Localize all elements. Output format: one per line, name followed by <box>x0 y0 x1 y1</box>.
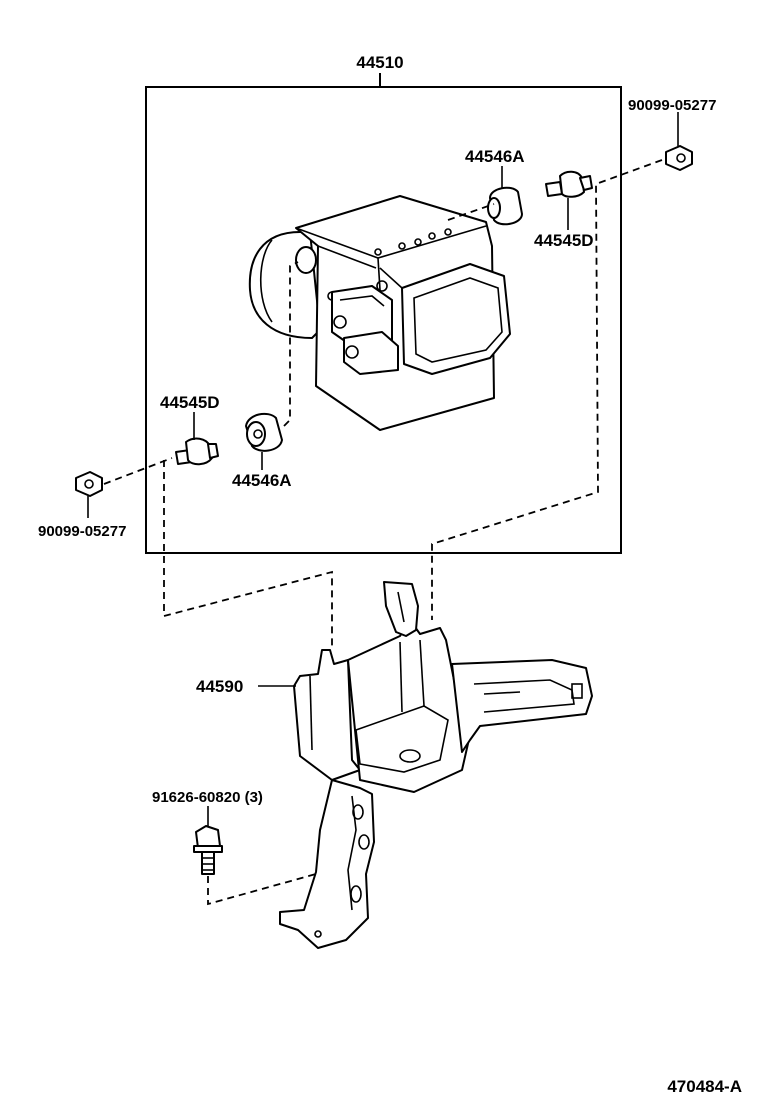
label-44510: 44510 <box>356 53 403 72</box>
alignment-line-upper-nut <box>431 159 663 620</box>
alignment-line-left-bolt <box>163 460 333 648</box>
alignment-line-left-nut <box>103 457 173 485</box>
cushion-lower <box>245 412 283 452</box>
diagram-code: 470484-A <box>667 1077 742 1096</box>
nut-left <box>75 471 103 497</box>
bracket-bolt <box>193 825 223 875</box>
abs-actuator <box>248 195 511 431</box>
label-44546A-lower: 44546A <box>232 471 292 490</box>
nut-top-right <box>665 145 693 171</box>
label-44590: 44590 <box>196 677 243 696</box>
assembly-frame <box>145 86 622 554</box>
label-90099-05277-top: 90099-05277 <box>628 97 716 114</box>
label-44545D-left: 44545D <box>160 393 220 412</box>
bracket <box>279 581 593 949</box>
alignment-line-upper-cushion <box>447 203 495 221</box>
label-90099-05277-left: 90099-05277 <box>38 523 126 540</box>
label-91626-60820: 91626-60820 (3) <box>152 789 263 806</box>
alignment-line-bracket-bolt <box>207 873 317 906</box>
label-44545D-upper: 44545D <box>534 231 594 250</box>
bolt-left <box>175 437 219 466</box>
bolt-upper <box>545 170 593 198</box>
label-44546A-upper: 44546A <box>465 147 525 166</box>
cushion-upper <box>487 186 523 226</box>
alignment-line-left-cushion <box>283 261 299 427</box>
